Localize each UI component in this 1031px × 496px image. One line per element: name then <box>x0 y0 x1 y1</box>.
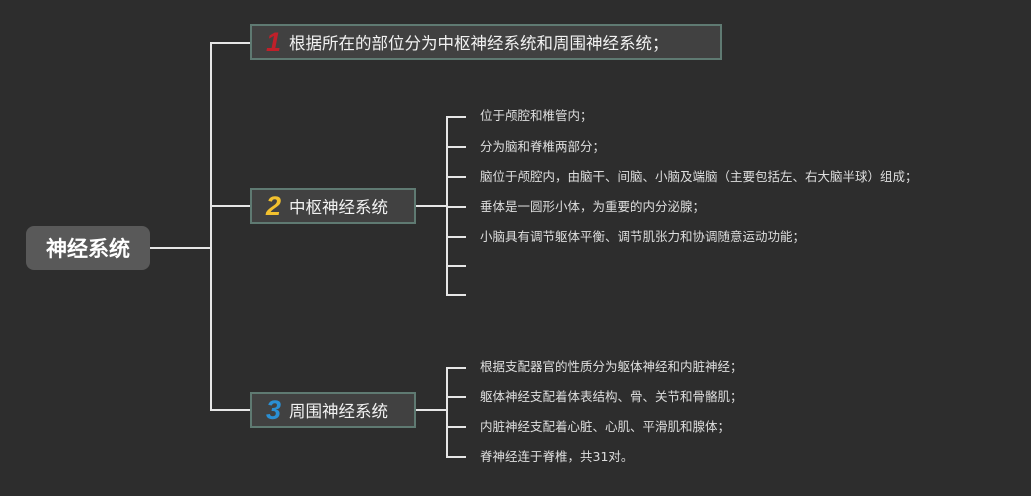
branch-3-leaf-connector <box>416 409 447 411</box>
branch-3-leaf-3: 内脏神经支配着心脏、心肌、平滑肌和腺体； <box>480 419 731 434</box>
branch-3-number: 3 <box>266 394 282 425</box>
branch-3-connector <box>210 409 251 411</box>
branch-2-connector <box>210 205 251 207</box>
branch-2-leaf-tick <box>446 206 466 208</box>
branch-2-leaf-4: 垂体是一圆形小体，为重要的内分泌腺； <box>480 199 706 214</box>
main-trunk <box>210 42 212 411</box>
branch-1-number: 1 <box>266 26 282 57</box>
branch-2-leaf-tick <box>446 176 466 178</box>
branch-3-leaf-tick <box>446 367 466 369</box>
branch-2-leaf-tick <box>446 116 466 118</box>
root-connector <box>150 247 211 249</box>
branch-3-leaf-tick <box>446 396 466 398</box>
branch-2-leaf-tick <box>446 146 466 148</box>
root-node[interactable]: 神经系统 <box>26 226 150 270</box>
branch-node-3[interactable]: 3 周围神经系统 <box>250 392 416 428</box>
branch-2-leaf-1: 位于颅腔和椎管内； <box>480 108 593 123</box>
branch-2-label: 中枢神经系统 <box>289 198 389 217</box>
branch-3-leaf-tick <box>446 426 466 428</box>
branch-node-2[interactable]: 2 中枢神经系统 <box>250 188 416 224</box>
root-label: 神经系统 <box>46 237 130 261</box>
branch-3-leaf-4: 脊神经连于脊椎，共31对。 <box>480 449 634 464</box>
branch-2-number: 2 <box>266 190 282 221</box>
branch-2-leaf-2: 分为脑和脊椎两部分； <box>480 139 606 154</box>
branch-2-leaf-tick <box>446 294 466 296</box>
branch-2-leaf-tick <box>446 236 466 238</box>
branch-2-leaf-tick <box>446 265 466 267</box>
branch-1-label: 根据所在的部位分为中枢神经系统和周围神经系统； <box>289 34 669 53</box>
branch-1-connector <box>210 42 251 44</box>
branch-3-leaf-trunk <box>446 367 448 458</box>
branch-2-leaf-3: 脑位于颅腔内，由脑干、间脑、小脑及端脑（主要包括左、右大脑半球）组成； <box>480 169 918 184</box>
branch-2-leaf-5: 小脑具有调节躯体平衡、调节肌张力和协调随意运动功能； <box>480 229 806 244</box>
branch-node-1[interactable]: 1 根据所在的部位分为中枢神经系统和周围神经系统； <box>250 24 722 60</box>
branch-3-label: 周围神经系统 <box>289 402 389 421</box>
branch-3-leaf-1: 根据支配器官的性质分为躯体神经和内脏神经； <box>480 359 743 374</box>
branch-3-leaf-tick <box>446 456 466 458</box>
branch-2-leaf-connector <box>416 205 447 207</box>
branch-3-leaf-2: 躯体神经支配着体表结构、骨、关节和骨骼肌； <box>480 389 743 404</box>
